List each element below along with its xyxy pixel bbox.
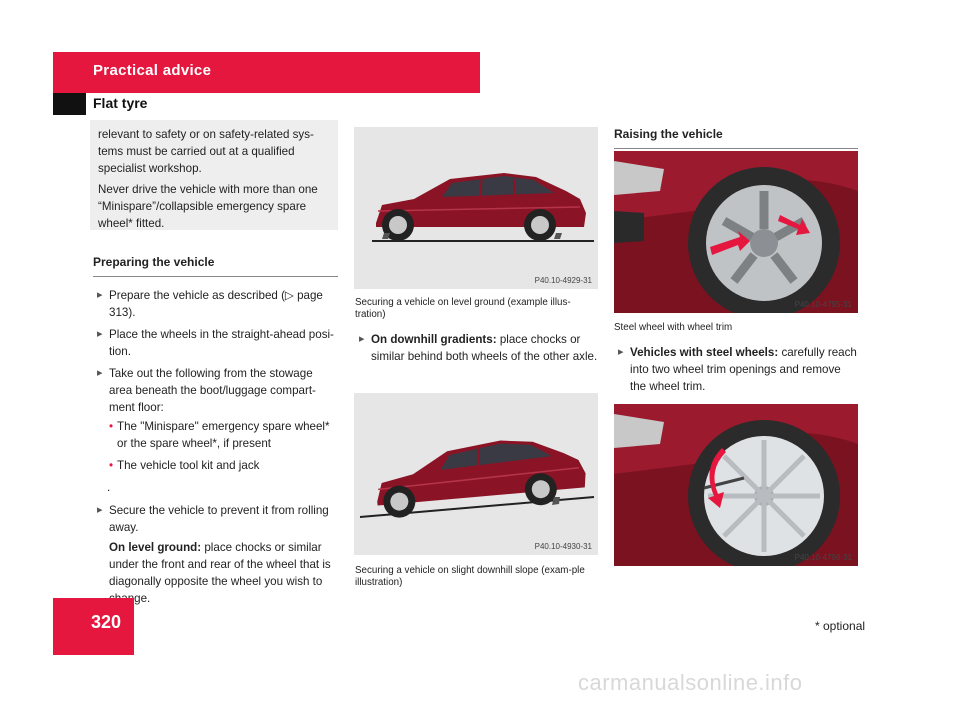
steel-steps: Vehicles with steel wheels: carefully re… xyxy=(614,344,858,395)
figure-code: P40.10-4930-31 xyxy=(534,542,592,551)
figure-caption-steel: Steel wheel with wheel trim xyxy=(614,322,733,333)
preparing-section: Preparing the vehicle Prepare the vehicl… xyxy=(93,254,338,612)
section-header-bar: Practical advice xyxy=(53,52,480,93)
heading-rule xyxy=(93,276,338,277)
watermark: carmanualsonline.info xyxy=(578,670,803,695)
sub-item: The vehicle tool kit and jack xyxy=(109,457,338,474)
car-downhill-illustration xyxy=(354,393,598,555)
steel-text: carefully reach into two wheel trim open… xyxy=(630,346,857,393)
steel-wheel-illustration xyxy=(614,151,858,313)
wheel-trim-removal-illustration xyxy=(614,404,858,566)
figure-steel-wheel: P40.10-4795-31 xyxy=(614,151,858,313)
downhill-text: place chocks or similar behind both whee… xyxy=(371,333,598,363)
safety-note-box: relevant to safety or on safety-related … xyxy=(90,120,338,230)
figure-code: P40.10-4929-31 xyxy=(534,276,592,285)
preparing-steps-2: Secure the vehicle to prevent it from ro… xyxy=(93,502,338,607)
preparing-steps: Prepare the vehicle as described (▷ page… xyxy=(93,287,338,474)
figure-code: P40.10-4796-31 xyxy=(794,553,852,562)
subsection-marker xyxy=(53,93,86,115)
figure-caption-level: Securing a vehicle on level ground (exam… xyxy=(355,297,571,320)
downhill-steps: On downhill gradients: place chocks or s… xyxy=(355,331,600,365)
step-item: Take out the following from the stowage … xyxy=(93,365,338,474)
section-title: Practical advice xyxy=(93,62,212,79)
step-item: Prepare the vehicle as described (▷ page… xyxy=(93,287,338,321)
figure-level-ground: P40.10-4929-31 xyxy=(354,127,598,289)
sub-item: The "Minispare" emergency spare wheel* o… xyxy=(109,418,338,452)
page-number-box: 320 xyxy=(53,598,134,655)
downhill-label: On downhill gradients: xyxy=(371,333,497,346)
raising-heading: Raising the vehicle xyxy=(614,127,723,141)
optional-footnote: * optional xyxy=(815,619,866,633)
steel-label: Vehicles with steel wheels: xyxy=(630,346,779,359)
figure-code: P40.10-4795-31 xyxy=(794,300,852,309)
level-ground-paragraph: On level ground: place chocks or similar… xyxy=(109,539,338,607)
stray-dot: . xyxy=(107,481,111,494)
step-item: On downhill gradients: place chocks or s… xyxy=(355,331,600,365)
subsection-title: Flat tyre xyxy=(93,95,148,111)
safety-note-text-2: Never drive the vehicle with more than o… xyxy=(98,183,318,230)
figure-wheel-trim-removal: P40.10-4796-31 xyxy=(614,404,858,566)
step-item: Vehicles with steel wheels: carefully re… xyxy=(614,344,858,395)
step-item: Secure the vehicle to prevent it from ro… xyxy=(93,502,338,607)
heading-rule xyxy=(614,148,858,149)
raising-section: Raising the vehicle xyxy=(614,126,858,149)
figure-caption-downhill: Securing a vehicle on slight downhill sl… xyxy=(355,565,585,588)
page-number: 320 xyxy=(91,612,122,632)
step-item: Place the wheels in the straight-ahead p… xyxy=(93,326,338,360)
step-sublist: The "Minispare" emergency spare wheel* o… xyxy=(109,418,338,474)
steel-wheels-section: Vehicles with steel wheels: carefully re… xyxy=(614,344,858,400)
car-level-ground-illustration xyxy=(354,127,598,289)
figure-downhill: P40.10-4930-31 xyxy=(354,393,598,555)
level-ground-label: On level ground: xyxy=(109,541,202,554)
safety-note-text-1: relevant to safety or on safety-related … xyxy=(98,128,314,175)
preparing-heading: Preparing the vehicle xyxy=(93,255,215,269)
downhill-section: On downhill gradients: place chocks or s… xyxy=(355,331,600,370)
